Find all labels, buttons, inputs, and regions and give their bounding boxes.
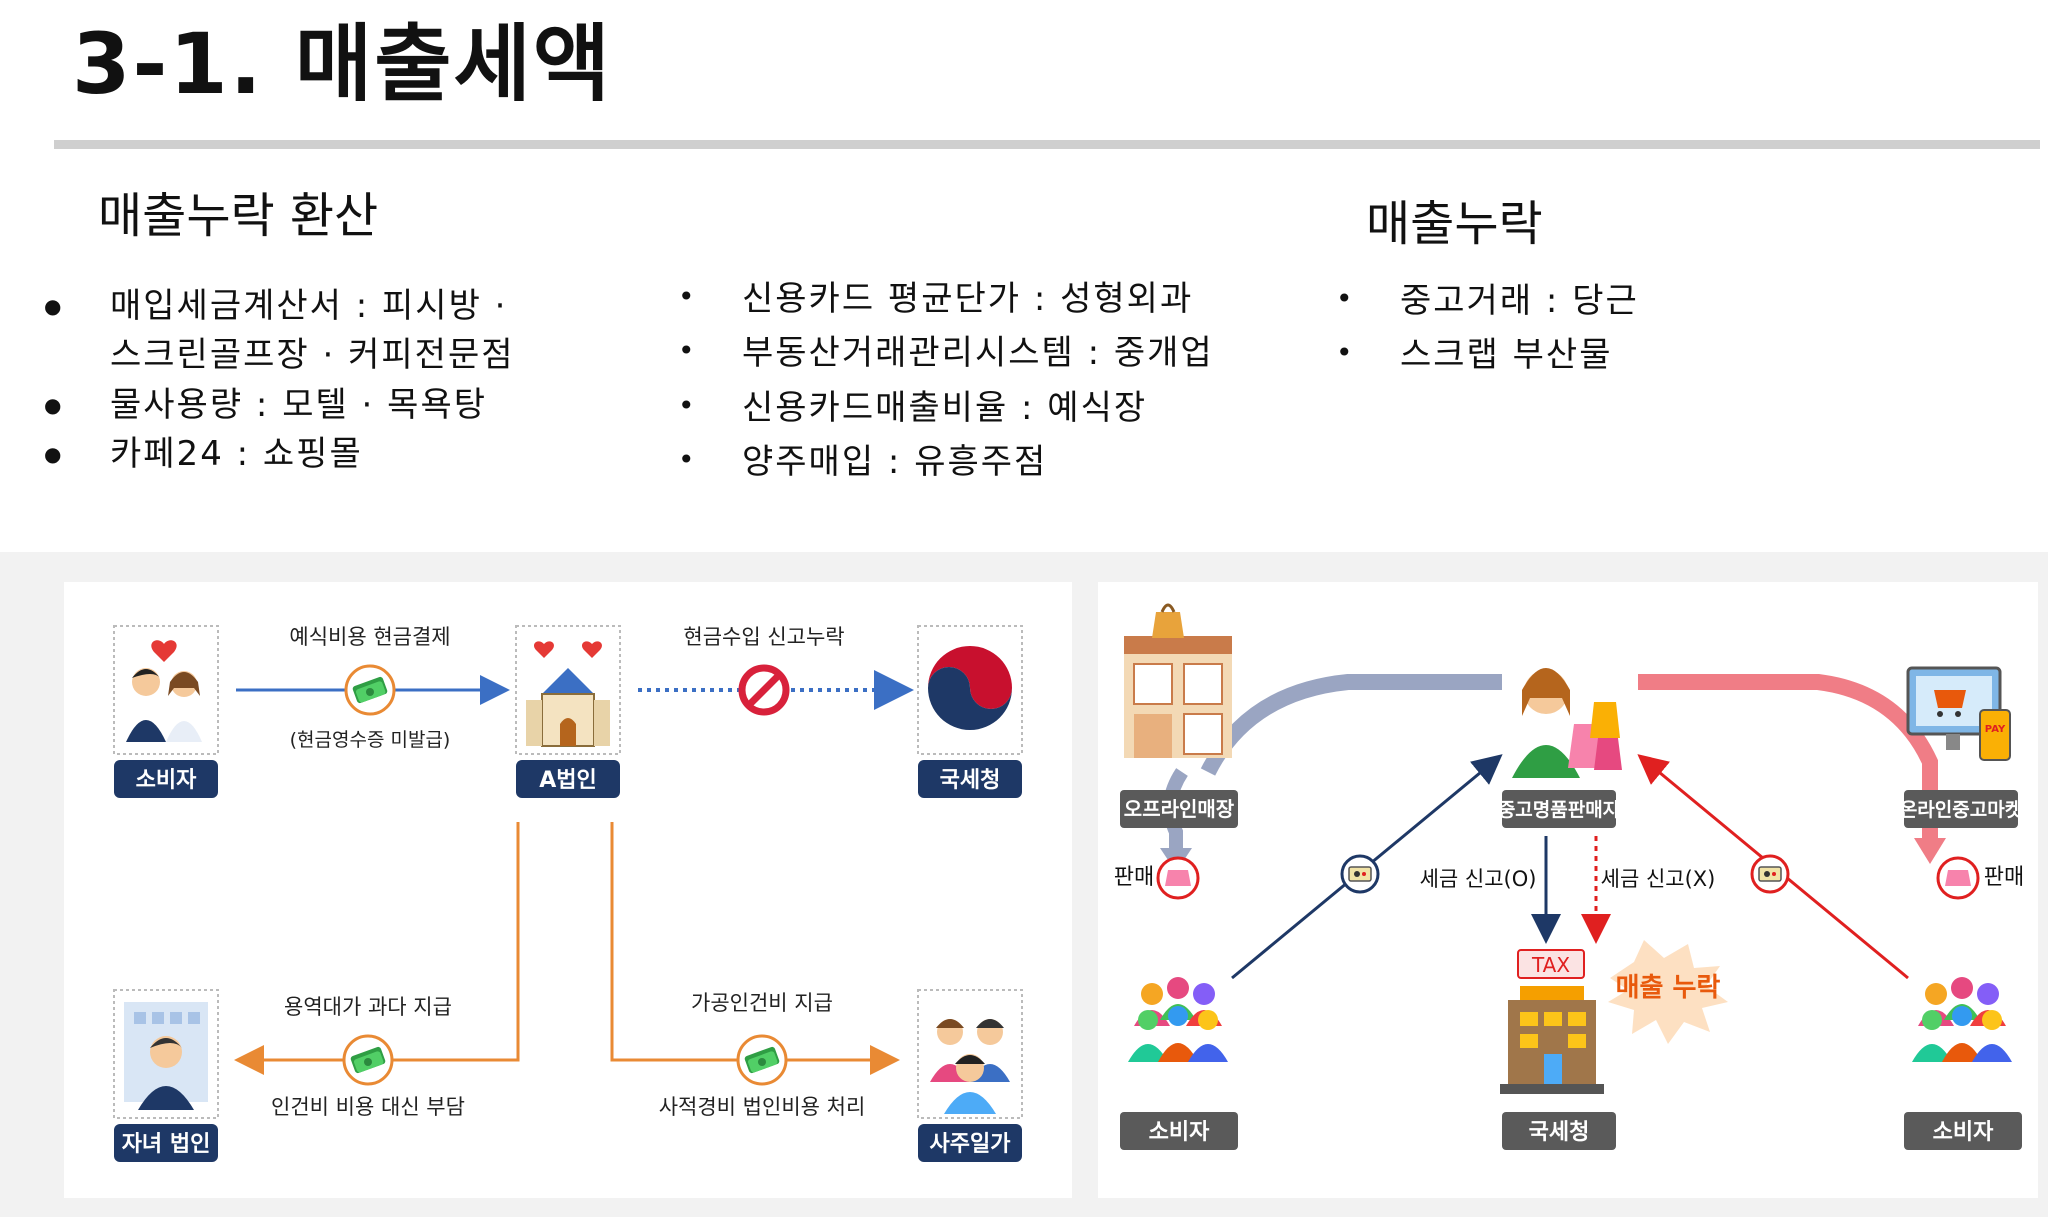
page-title: 3-1. 매출세액 xyxy=(72,15,613,113)
list-item: 물사용량 : 모텔 · 목욕탕 xyxy=(44,381,515,430)
nts-emblem-icon xyxy=(917,625,1023,755)
sale-left-label: 판매 xyxy=(1114,865,1154,890)
list-item-line: 물사용량 : 모텔 · 목욕탕 xyxy=(110,384,488,425)
list-item-line: 카페24 : 쇼핑몰 xyxy=(110,433,363,474)
list-item: 신용카드 평균단가 : 성형외과 xyxy=(676,272,1214,326)
money-icon xyxy=(342,1034,394,1086)
online-market-label-box xyxy=(1904,790,2018,828)
list-item-text: 중고거래 : 당근 xyxy=(1400,281,1639,321)
consumer-crowd-left-icon xyxy=(1128,977,1228,1062)
flow-label: 인건비 비용 대신 부담 xyxy=(271,1095,465,1119)
burst-text: 매출 누락 xyxy=(1616,973,1721,1003)
bag-badge-icon xyxy=(1936,856,1980,900)
offline-store-label-box xyxy=(1120,790,1238,828)
sale-right-label: 판매 xyxy=(1984,865,2024,890)
owner-family-label-box xyxy=(918,1124,1022,1162)
left-diagram-panel: 소비자 A법인 국세청 예식비용 현금결제 (현금영수증 미발급) xyxy=(64,582,1072,1198)
pink-arrowhead xyxy=(1914,838,1946,864)
left-diagram-svg: 소비자 A법인 국세청 예식비용 현금결제 (현금영수증 미발급) xyxy=(113,625,1023,1162)
right-section-list: 중고거래 : 당근 스크랩 부산물 xyxy=(1334,274,1639,383)
list-item: 스크랩 부산물 xyxy=(1334,328,1639,382)
consumer-right-label-box xyxy=(1904,1112,2022,1150)
flow-label: (현금영수증 미발급) xyxy=(290,729,451,751)
list-item: 신용카드매출비율 : 예식장 xyxy=(676,381,1214,435)
offline-store-label: 오프라인매장 xyxy=(1124,797,1235,821)
owner-family-label: 사주일가 xyxy=(930,1132,1011,1157)
list-item-line: 매입세금계산서 : 피시방 · xyxy=(110,286,508,326)
list-item: 카페24 : 쇼핑몰 xyxy=(44,430,515,479)
consumer-crowd-right-icon xyxy=(1912,977,2012,1062)
prohibition-icon xyxy=(738,664,790,716)
offline-to-seller-curve xyxy=(1200,674,1502,776)
cash-icon xyxy=(1340,854,1380,894)
flow-label: 가공인건비 지급 xyxy=(691,991,833,1015)
right-diagram-svg: 오프라인매장 중고명품판매자 PAY 온라인중고마켓 판매 xyxy=(1114,603,2024,1150)
title-divider xyxy=(54,140,2040,149)
list-item: 양주매입 : 유흥주점 xyxy=(676,435,1214,489)
list-item: 매입세금계산서 : 피시방 · 스크린골프장 · 커피전문점 xyxy=(44,282,515,381)
list-item-text: 신용카드매출비율 : 예식장 xyxy=(742,387,1148,428)
list-item: 중고거래 : 당근 xyxy=(1334,274,1639,328)
corp-to-owner-arrow xyxy=(610,822,900,1075)
online-market-icon: PAY xyxy=(1906,666,2011,761)
cash-icon xyxy=(1750,854,1790,894)
child-corp-person-icon xyxy=(113,989,219,1119)
tax-sign-text: TAX xyxy=(1531,953,1570,977)
consumer-label-box xyxy=(114,760,218,798)
offline-store-icon xyxy=(1124,603,1232,758)
consumer-label: 소비자 xyxy=(136,768,197,793)
list-item-text: 신용카드 평균단가 : 성형외과 xyxy=(742,279,1194,319)
corp-a-label-box xyxy=(516,760,620,798)
flow-label: 예식비용 현금결제 xyxy=(289,625,450,649)
seller-label: 중고명품판매자 xyxy=(1498,799,1621,821)
right-diagram-panel: 오프라인매장 중고명품판매자 PAY 온라인중고마켓 판매 xyxy=(1098,582,2038,1198)
tax-report-no-label: 세금 신고(X) xyxy=(1601,867,1716,891)
flow-label: 사적경비 법인비용 처리 xyxy=(659,1095,866,1119)
flow-label: 용역대가 과다 지급 xyxy=(284,995,452,1019)
sales-omission-burst-icon xyxy=(1608,940,1728,1044)
bag-badge-icon xyxy=(1156,856,1200,900)
list-item-line: 스크린골프장 · 커피전문점 xyxy=(110,335,515,376)
seller-to-online-curve xyxy=(1638,674,1938,842)
list-item: 부동산거래관리시스템 : 중개업 xyxy=(676,326,1214,380)
luxury-seller-icon xyxy=(1512,668,1622,778)
tax-office-building-icon: TAX xyxy=(1500,949,1604,1094)
consumer-left-label: 소비자 xyxy=(1149,1120,1210,1145)
flow-label: 현금수입 신고누락 xyxy=(683,625,844,649)
nts-label: 국세청 xyxy=(1529,1120,1590,1145)
tax-report-ok-label: 세금 신고(O) xyxy=(1420,867,1537,891)
corp-to-child-arrow xyxy=(234,822,520,1075)
list-item-text: 스크랩 부산물 xyxy=(1400,335,1613,376)
right-section-heading: 매출누락 xyxy=(1366,196,1543,252)
nts-label-box xyxy=(918,760,1022,798)
wedding-hall-icon xyxy=(515,625,621,755)
owner-family-icon xyxy=(917,989,1023,1119)
left-section-heading: 매출누락 환산 xyxy=(98,188,379,244)
consumer-left-label-box xyxy=(1120,1112,1238,1150)
pay-badge-icon: PAY xyxy=(1985,724,2006,735)
child-corp-label-box xyxy=(114,1124,218,1162)
middle-section-list: 신용카드 평균단가 : 성형외과 부동산거래관리시스템 : 중개업 신용카드매출… xyxy=(676,272,1214,490)
nts-label: 국세청 xyxy=(940,768,1001,793)
consumer-right-label: 소비자 xyxy=(1933,1120,1994,1145)
left-section-list: 매입세금계산서 : 피시방 · 스크린골프장 · 커피전문점 물사용량 : 모텔… xyxy=(44,282,515,479)
corp-a-label: A법인 xyxy=(539,768,597,793)
money-icon xyxy=(736,1034,788,1086)
online-market-label: 온라인중고마켓 xyxy=(1900,799,2022,821)
money-icon xyxy=(344,664,396,716)
seller-label-box xyxy=(1502,790,1616,828)
child-corp-label: 자녀 법인 xyxy=(122,1132,211,1157)
list-item-text: 양주매입 : 유흥주점 xyxy=(742,442,1048,483)
list-item-text: 부동산거래관리시스템 : 중개업 xyxy=(742,333,1214,374)
nts-label-box xyxy=(1502,1112,1616,1150)
consumer-couple-icon xyxy=(113,625,219,755)
